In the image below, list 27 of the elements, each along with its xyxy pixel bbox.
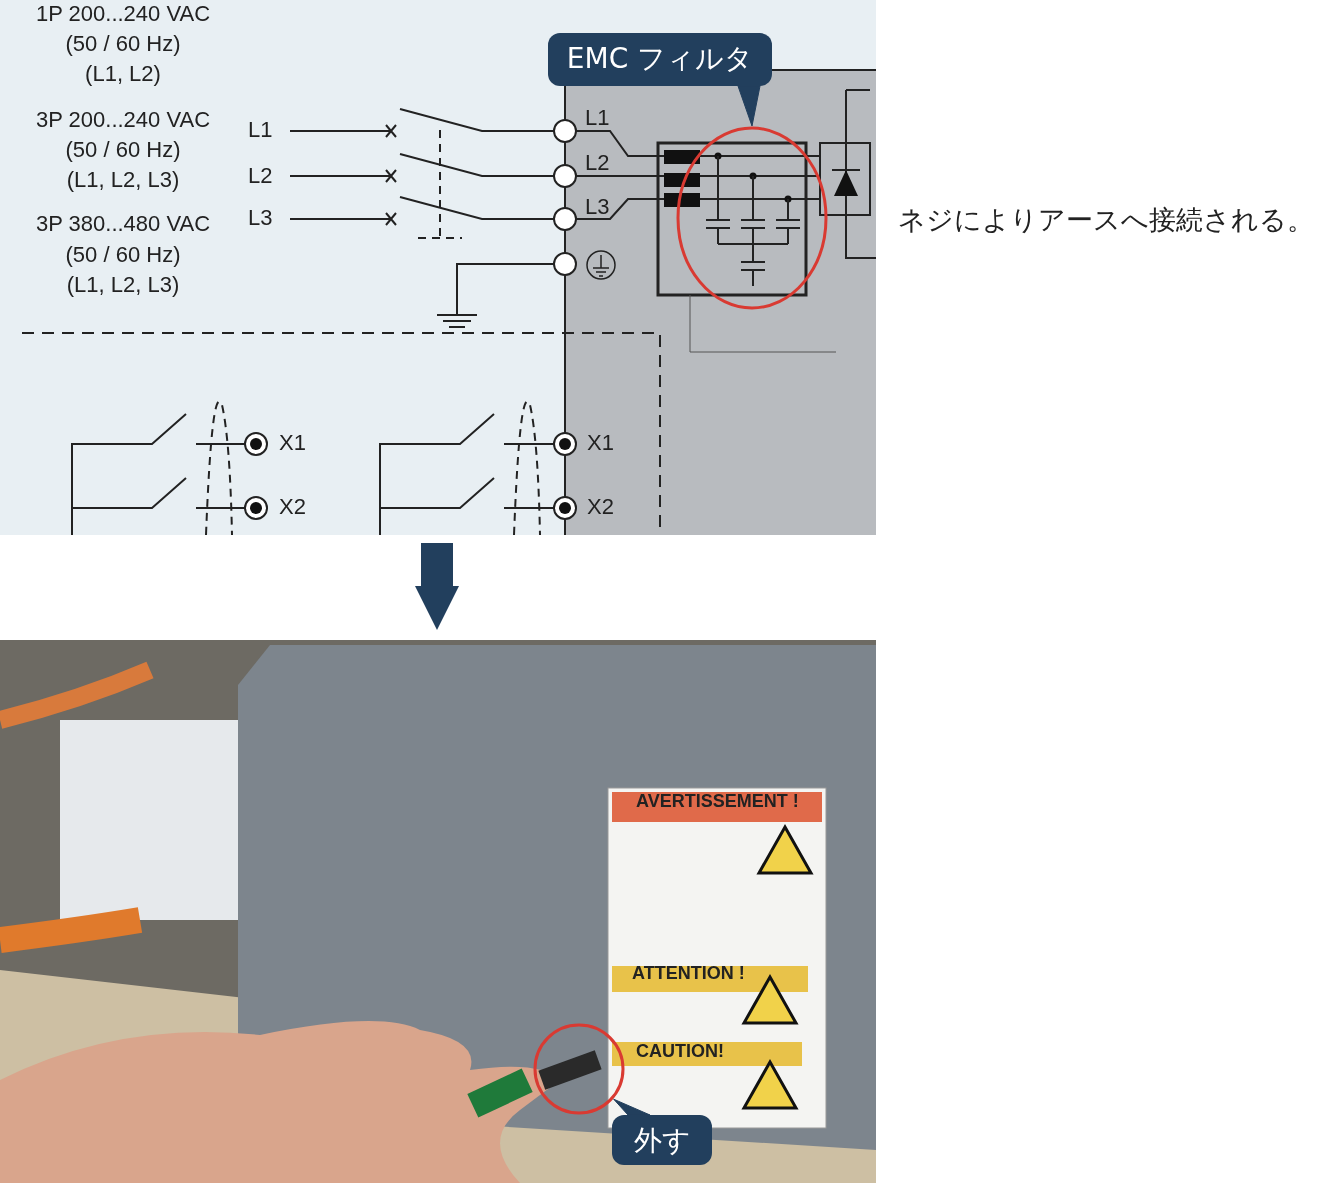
voltage-spec-label: (L1, L2, L3) <box>65 167 181 193</box>
terminal-label: X2 <box>279 494 306 520</box>
annotation-text: ネジによりアースへ接続される。 <box>898 204 1314 236</box>
voltage-spec-label: (50 / 60 Hz) <box>64 137 182 163</box>
voltage-spec-label: (50 / 60 Hz) <box>64 242 182 268</box>
voltage-spec-label: 3P 200...240 VAC <box>34 107 212 133</box>
warning-heading: CAUTION! <box>636 1040 724 1062</box>
phase-label: L2 <box>248 163 273 189</box>
terminal-label: L3 <box>585 194 610 220</box>
terminal-label: X1 <box>279 430 306 456</box>
voltage-spec-label: (L1, L2, L3) <box>65 272 181 298</box>
callout-bubble: EMC フィルタ <box>548 33 772 86</box>
phase-label: L1 <box>248 117 273 143</box>
voltage-spec-label: (L1, L2) <box>84 61 162 87</box>
phase-label: L3 <box>248 205 273 231</box>
voltage-spec-label: (50 / 60 Hz) <box>64 31 182 57</box>
callout-pointer <box>737 85 761 127</box>
voltage-spec-label: 1P 200...240 VAC <box>34 1 212 27</box>
terminal-label: X2 <box>587 494 614 520</box>
voltage-spec-label: 3P 380...480 VAC <box>34 211 212 237</box>
warning-heading: ATTENTION ! <box>632 962 745 984</box>
down-arrow <box>415 543 459 630</box>
warning-heading: AVERTISSEMENT ! <box>636 790 799 812</box>
terminal-label: L2 <box>585 150 610 176</box>
terminal-label: X1 <box>587 430 614 456</box>
terminal-label: L1 <box>585 105 610 131</box>
callout-pointer <box>613 1098 651 1116</box>
